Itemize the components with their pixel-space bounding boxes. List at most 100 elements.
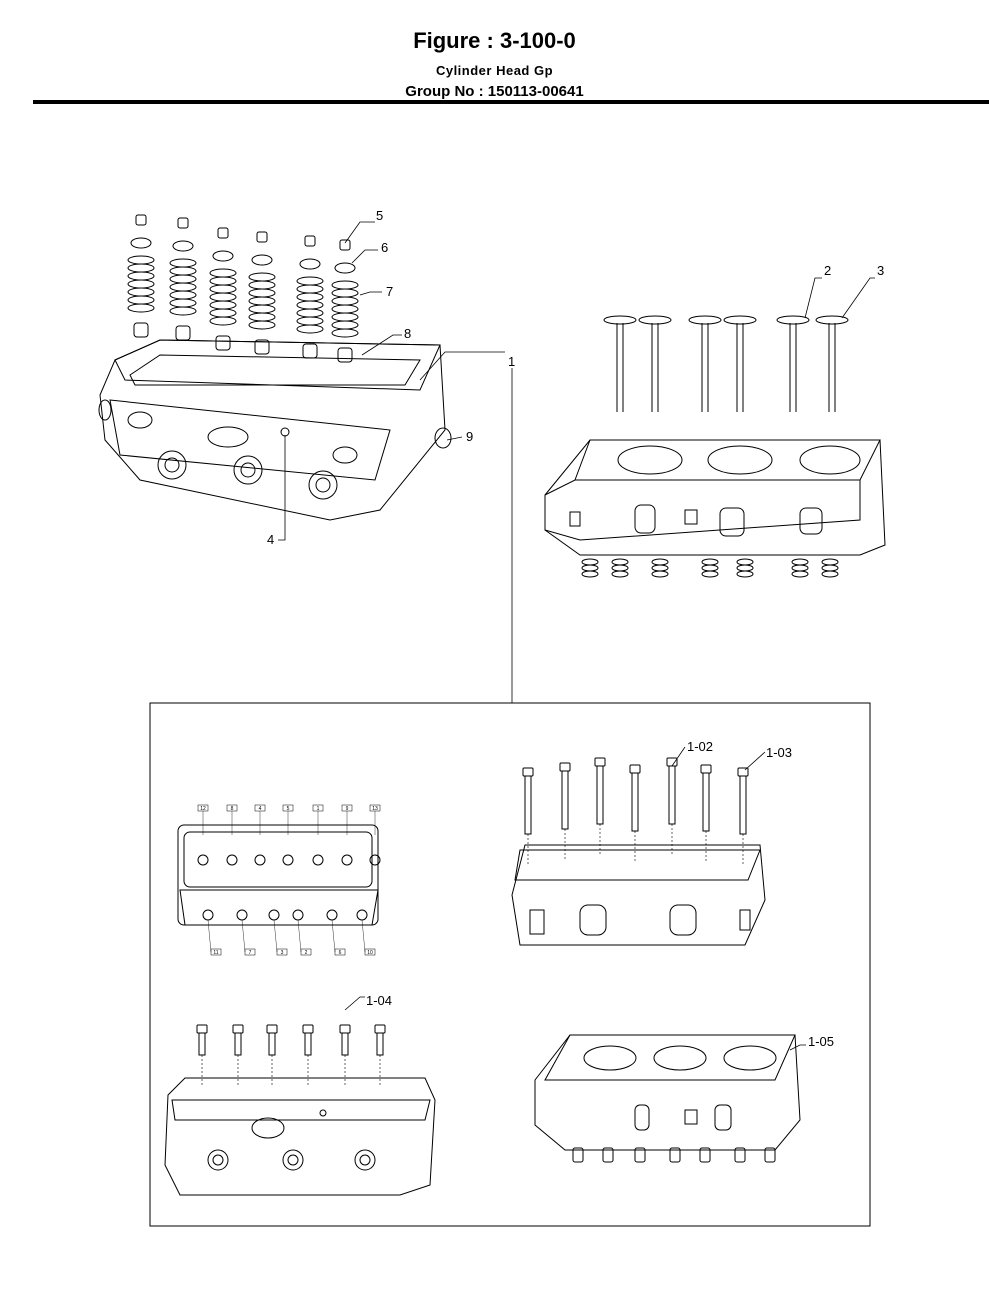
spring-coil: [248, 280, 276, 290]
torque-label: 13: [372, 806, 378, 812]
bolt-head: [559, 762, 571, 772]
spring-coil: [331, 280, 359, 290]
spring-coil: [791, 570, 809, 578]
callout-1-04: 1-04: [366, 993, 392, 1008]
cylinder-head-bolts-upper: [511, 844, 766, 946]
valve-spring-bottom: [651, 558, 669, 578]
bolt-head: [629, 764, 641, 774]
spring-coil: [331, 288, 359, 298]
spring-coil: [248, 272, 276, 282]
valve-keeper: [256, 231, 268, 243]
head-bolt-hole: [254, 854, 266, 866]
torque-leader: [331, 919, 336, 953]
spring-coil: [127, 287, 155, 297]
bolt-head: [196, 1024, 208, 1034]
head-bolt-hole: [236, 909, 248, 921]
plug-9: [434, 427, 452, 449]
bolt-head: [232, 1024, 244, 1034]
valve: [723, 315, 757, 412]
torque-label: 8: [231, 806, 234, 812]
spring-coil: [209, 308, 237, 318]
cylinder-head-bolts-lower: [164, 1077, 436, 1196]
bolt-head: [266, 1024, 278, 1034]
spring-coil: [209, 300, 237, 310]
head-bolt: [737, 767, 749, 864]
stud: [634, 1147, 646, 1163]
callout-1-05: 1-05: [808, 1034, 834, 1049]
torque-leader: [207, 919, 212, 953]
figure-number: Figure : 3-100-0: [413, 28, 576, 53]
bolt-shank: [234, 1032, 242, 1056]
spring-coil: [581, 558, 599, 566]
valve: [815, 315, 849, 412]
bolt-head: [737, 767, 749, 777]
head-bolt: [232, 1024, 244, 1085]
head-bolt: [266, 1024, 278, 1085]
valve-keeper: [339, 239, 351, 251]
spring-coil: [296, 308, 324, 318]
spring-retainer: [334, 262, 356, 274]
callout-1-03: 1-03: [766, 745, 792, 760]
spring-coil: [127, 271, 155, 281]
spring-coil: [209, 284, 237, 294]
valve-head: [815, 315, 849, 325]
head-bolt: [666, 757, 678, 854]
valve-spring: [248, 272, 276, 330]
spring-coil: [651, 570, 669, 578]
valve-stem-seal: [175, 325, 191, 341]
valve-head: [688, 315, 722, 325]
valve-spring: [169, 258, 197, 316]
head-bolt-hole: [202, 909, 214, 921]
spring-coil: [296, 316, 324, 326]
callout-5: 5: [376, 208, 383, 223]
bolt-shank: [702, 772, 710, 832]
bolt-head: [666, 757, 678, 767]
callout-1-02: 1-02: [687, 739, 713, 754]
bolt-shank: [304, 1032, 312, 1056]
detail-box: [149, 702, 871, 1227]
torque-leader: [297, 919, 302, 953]
torque-label: 3: [281, 950, 284, 956]
head-bolt: [374, 1024, 386, 1085]
torque-label: 10: [367, 950, 373, 956]
valve-spring-bottom: [736, 558, 754, 578]
valve: [638, 315, 672, 412]
figure-title: Cylinder Head Gp: [435, 63, 554, 78]
torque-label: 5: [287, 806, 290, 812]
torque-sequence-head: [177, 824, 379, 926]
spring-coil: [248, 320, 276, 330]
torque-leader: [241, 919, 246, 953]
valve-head: [638, 315, 672, 325]
bolt-shank: [198, 1032, 206, 1056]
head-bolt-hole: [356, 909, 368, 921]
spring-coil: [248, 312, 276, 322]
bolt-head: [700, 764, 712, 774]
stud: [764, 1147, 776, 1163]
group-number: Group No : 150113-00641: [405, 83, 584, 100]
head-bolt: [339, 1024, 351, 1085]
valve-stem-seal: [337, 347, 353, 363]
spring-coil: [791, 558, 809, 566]
valve-spring-bottom: [611, 558, 629, 578]
spring-coil: [651, 564, 669, 572]
valve-stem-seal: [254, 339, 270, 355]
head-bolt-hole: [268, 909, 280, 921]
torque-label: 11: [213, 950, 218, 956]
valve-spring: [209, 268, 237, 326]
bolt-shank: [596, 765, 604, 825]
valve-spring-bottom: [701, 558, 719, 578]
spring-coil: [736, 564, 754, 572]
spring-coil: [209, 268, 237, 278]
head-bolt: [302, 1024, 314, 1085]
bolt-shank: [268, 1032, 276, 1056]
spring-coil: [581, 570, 599, 578]
spring-coil: [331, 320, 359, 330]
valve-stem-seal: [215, 335, 231, 351]
spring-coil: [169, 258, 197, 268]
cylinder-head-gasket: [534, 1034, 801, 1151]
spring-retainer: [172, 240, 194, 252]
callout-4: 4: [267, 532, 274, 547]
bolt-shank: [668, 765, 676, 825]
valve-head: [776, 315, 810, 325]
